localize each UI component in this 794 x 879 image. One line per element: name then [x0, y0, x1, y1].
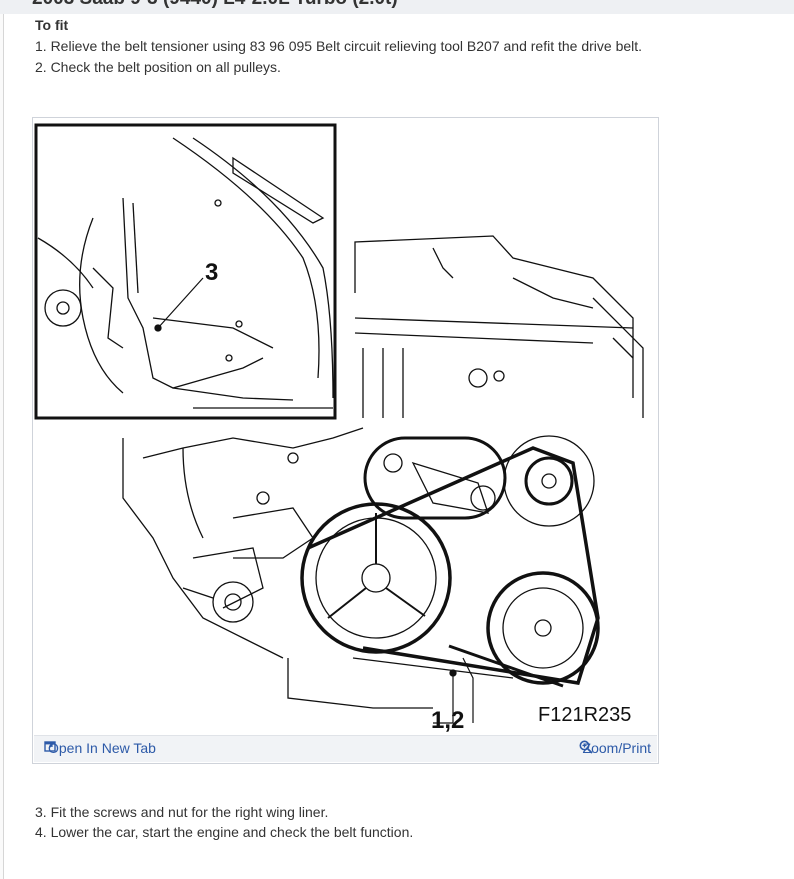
zoom-print-link[interactable]: Zoom/Print: [579, 740, 651, 756]
step-4: 4. Lower the car, start the engine and c…: [35, 824, 414, 840]
callout-1-2: 1,2: [431, 707, 464, 734]
step-1: 1. Relieve the belt tensioner using 83 9…: [35, 38, 643, 54]
figure-panel: 3 1,2 F121R235 Open In New Tab Zoom/Prin…: [32, 117, 659, 764]
left-rail: [0, 14, 4, 879]
open-in-new-tab-link[interactable]: Open In New Tab: [44, 740, 156, 756]
figure-code: F121R235: [538, 704, 631, 726]
figure-toolbar: Open In New Tab Zoom/Print: [34, 735, 657, 762]
section-heading: To fit: [35, 17, 69, 33]
step-3: 3. Fit the screws and nut for the right …: [35, 804, 329, 820]
callout-3: 3: [205, 259, 218, 286]
step-2: 2. Check the belt position on all pulley…: [35, 59, 281, 75]
belt-diagram: 3 1,2 F121R235: [34, 123, 644, 734]
open-in-new-tab-label: Open In New Tab: [48, 740, 156, 756]
page-header: 2003 Saab 9-3 (9440) L4-2.0L Turbo (2.0t…: [0, 0, 794, 14]
chevron-up-icon[interactable]: ⌃: [728, 0, 742, 11]
zoom-print-label: Zoom/Print: [582, 740, 651, 756]
page-title: 2003 Saab 9-3 (9440) L4-2.0L Turbo (2.0t…: [32, 0, 398, 10]
